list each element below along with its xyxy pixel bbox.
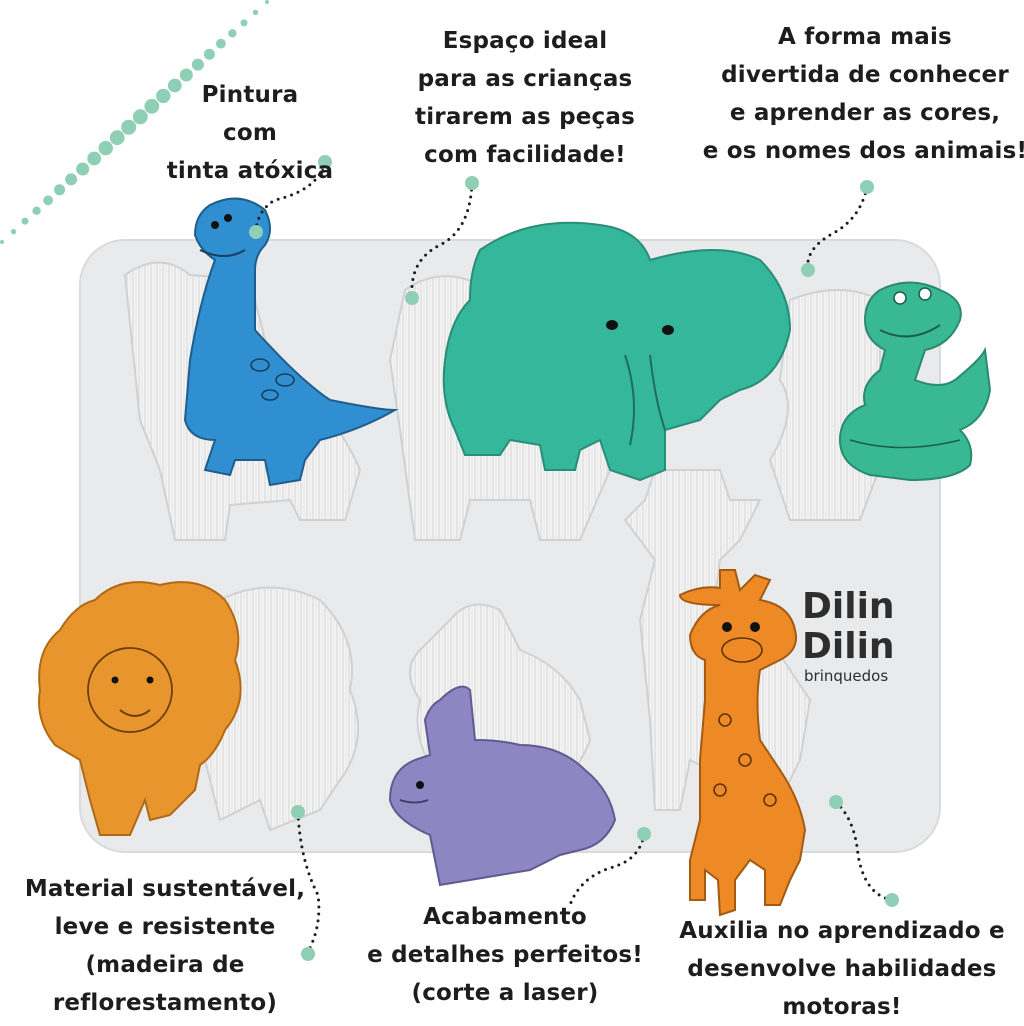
callout-learn: A forma mais divertida de conhecer e apr… bbox=[700, 18, 1024, 170]
decorative-dot bbox=[54, 184, 66, 196]
callout-space-line-2: para as crianças bbox=[417, 66, 633, 92]
callout-material: Material sustentável, leve e resistente … bbox=[10, 870, 320, 1022]
decorative-dot bbox=[98, 140, 113, 156]
callout-space-line-4: com facilidade! bbox=[424, 142, 626, 168]
decorative-dot bbox=[132, 109, 148, 125]
callout-learn-line-4: e os nomes dos animais! bbox=[702, 138, 1024, 164]
callout-space: Espaço ideal para as crianças tirarem as… bbox=[385, 22, 665, 174]
leader-dots bbox=[249, 155, 899, 961]
callout-finish-line-3: (corte a laser) bbox=[411, 980, 599, 1006]
callout-material-line-2: leve e resistente bbox=[54, 914, 276, 940]
callout-material-line-1: Material sustentável, bbox=[24, 876, 306, 902]
decorative-dot bbox=[216, 38, 226, 49]
brand-logo: Dilin Dilin brinquedos bbox=[802, 586, 895, 685]
callout-paint-line-2: com bbox=[222, 120, 277, 146]
giraffe-piece[interactable] bbox=[678, 569, 807, 917]
callout-material-line-4: reflorestamento) bbox=[52, 990, 278, 1016]
decorative-dot bbox=[240, 19, 248, 27]
lion-piece[interactable] bbox=[38, 581, 242, 836]
decorative-dot bbox=[21, 217, 29, 225]
callout-finish-line-1: Acabamento bbox=[423, 904, 587, 930]
callout-space-line-1: Espaço ideal bbox=[442, 28, 608, 54]
decorative-dot bbox=[179, 68, 193, 82]
callout-paint-line-3: tinta atóxica bbox=[166, 158, 334, 184]
callout-learn-line-3: e aprender as cores, bbox=[729, 100, 1001, 126]
decorative-dot bbox=[43, 195, 53, 206]
snake-piece[interactable] bbox=[838, 281, 992, 482]
callout-skills-line-3: motoras! bbox=[782, 994, 902, 1020]
callout-paint: Pintura com tinta atóxica bbox=[135, 76, 365, 190]
slot-lion bbox=[198, 586, 359, 832]
logo-line2: Dilin bbox=[802, 626, 895, 667]
decorative-dot bbox=[32, 206, 41, 215]
logo-line3: brinquedos bbox=[804, 667, 888, 685]
decorative-dot bbox=[76, 162, 90, 176]
callout-finish-line-2: e detalhes perfeitos! bbox=[367, 942, 643, 968]
decorative-dot bbox=[121, 119, 137, 135]
decorative-dot bbox=[167, 78, 182, 93]
callout-paint-line-1: Pintura bbox=[201, 82, 299, 108]
decorative-dot bbox=[10, 228, 17, 235]
decorative-dot bbox=[203, 48, 215, 60]
callout-skills: Auxilia no aprendizado e desenvolve habi… bbox=[672, 912, 1012, 1026]
callout-skills-line-2: desenvolve habilidades bbox=[687, 956, 997, 982]
decorative-dot bbox=[156, 88, 171, 104]
callout-material-line-3: (madeira de bbox=[85, 952, 245, 978]
decorative-dot bbox=[87, 151, 102, 166]
logo-line1: Dilin bbox=[802, 586, 895, 627]
dinosaur-piece[interactable] bbox=[183, 197, 399, 487]
decorative-dot bbox=[252, 9, 259, 16]
decorative-dot bbox=[265, 0, 269, 4]
decorative-dot bbox=[191, 58, 204, 71]
decorative-dot bbox=[0, 240, 4, 244]
decorative-dot bbox=[144, 98, 160, 114]
callout-finish: Acabamento e detalhes perfeitos! (corte … bbox=[365, 898, 645, 1012]
callout-space-line-3: tirarem as peças bbox=[415, 104, 635, 130]
callout-skills-line-1: Auxilia no aprendizado e bbox=[679, 918, 1005, 944]
leader-lines bbox=[254, 160, 894, 954]
elephant-piece[interactable] bbox=[442, 221, 792, 482]
decorative-dot bbox=[109, 130, 125, 146]
rabbit-piece[interactable] bbox=[388, 685, 617, 887]
callout-learn-line-2: divertida de conhecer bbox=[721, 62, 1009, 88]
decorative-dot bbox=[65, 173, 78, 186]
callout-learn-line-1: A forma mais bbox=[778, 24, 952, 50]
decorative-dot bbox=[228, 29, 237, 38]
decorative-dots bbox=[0, 0, 269, 244]
